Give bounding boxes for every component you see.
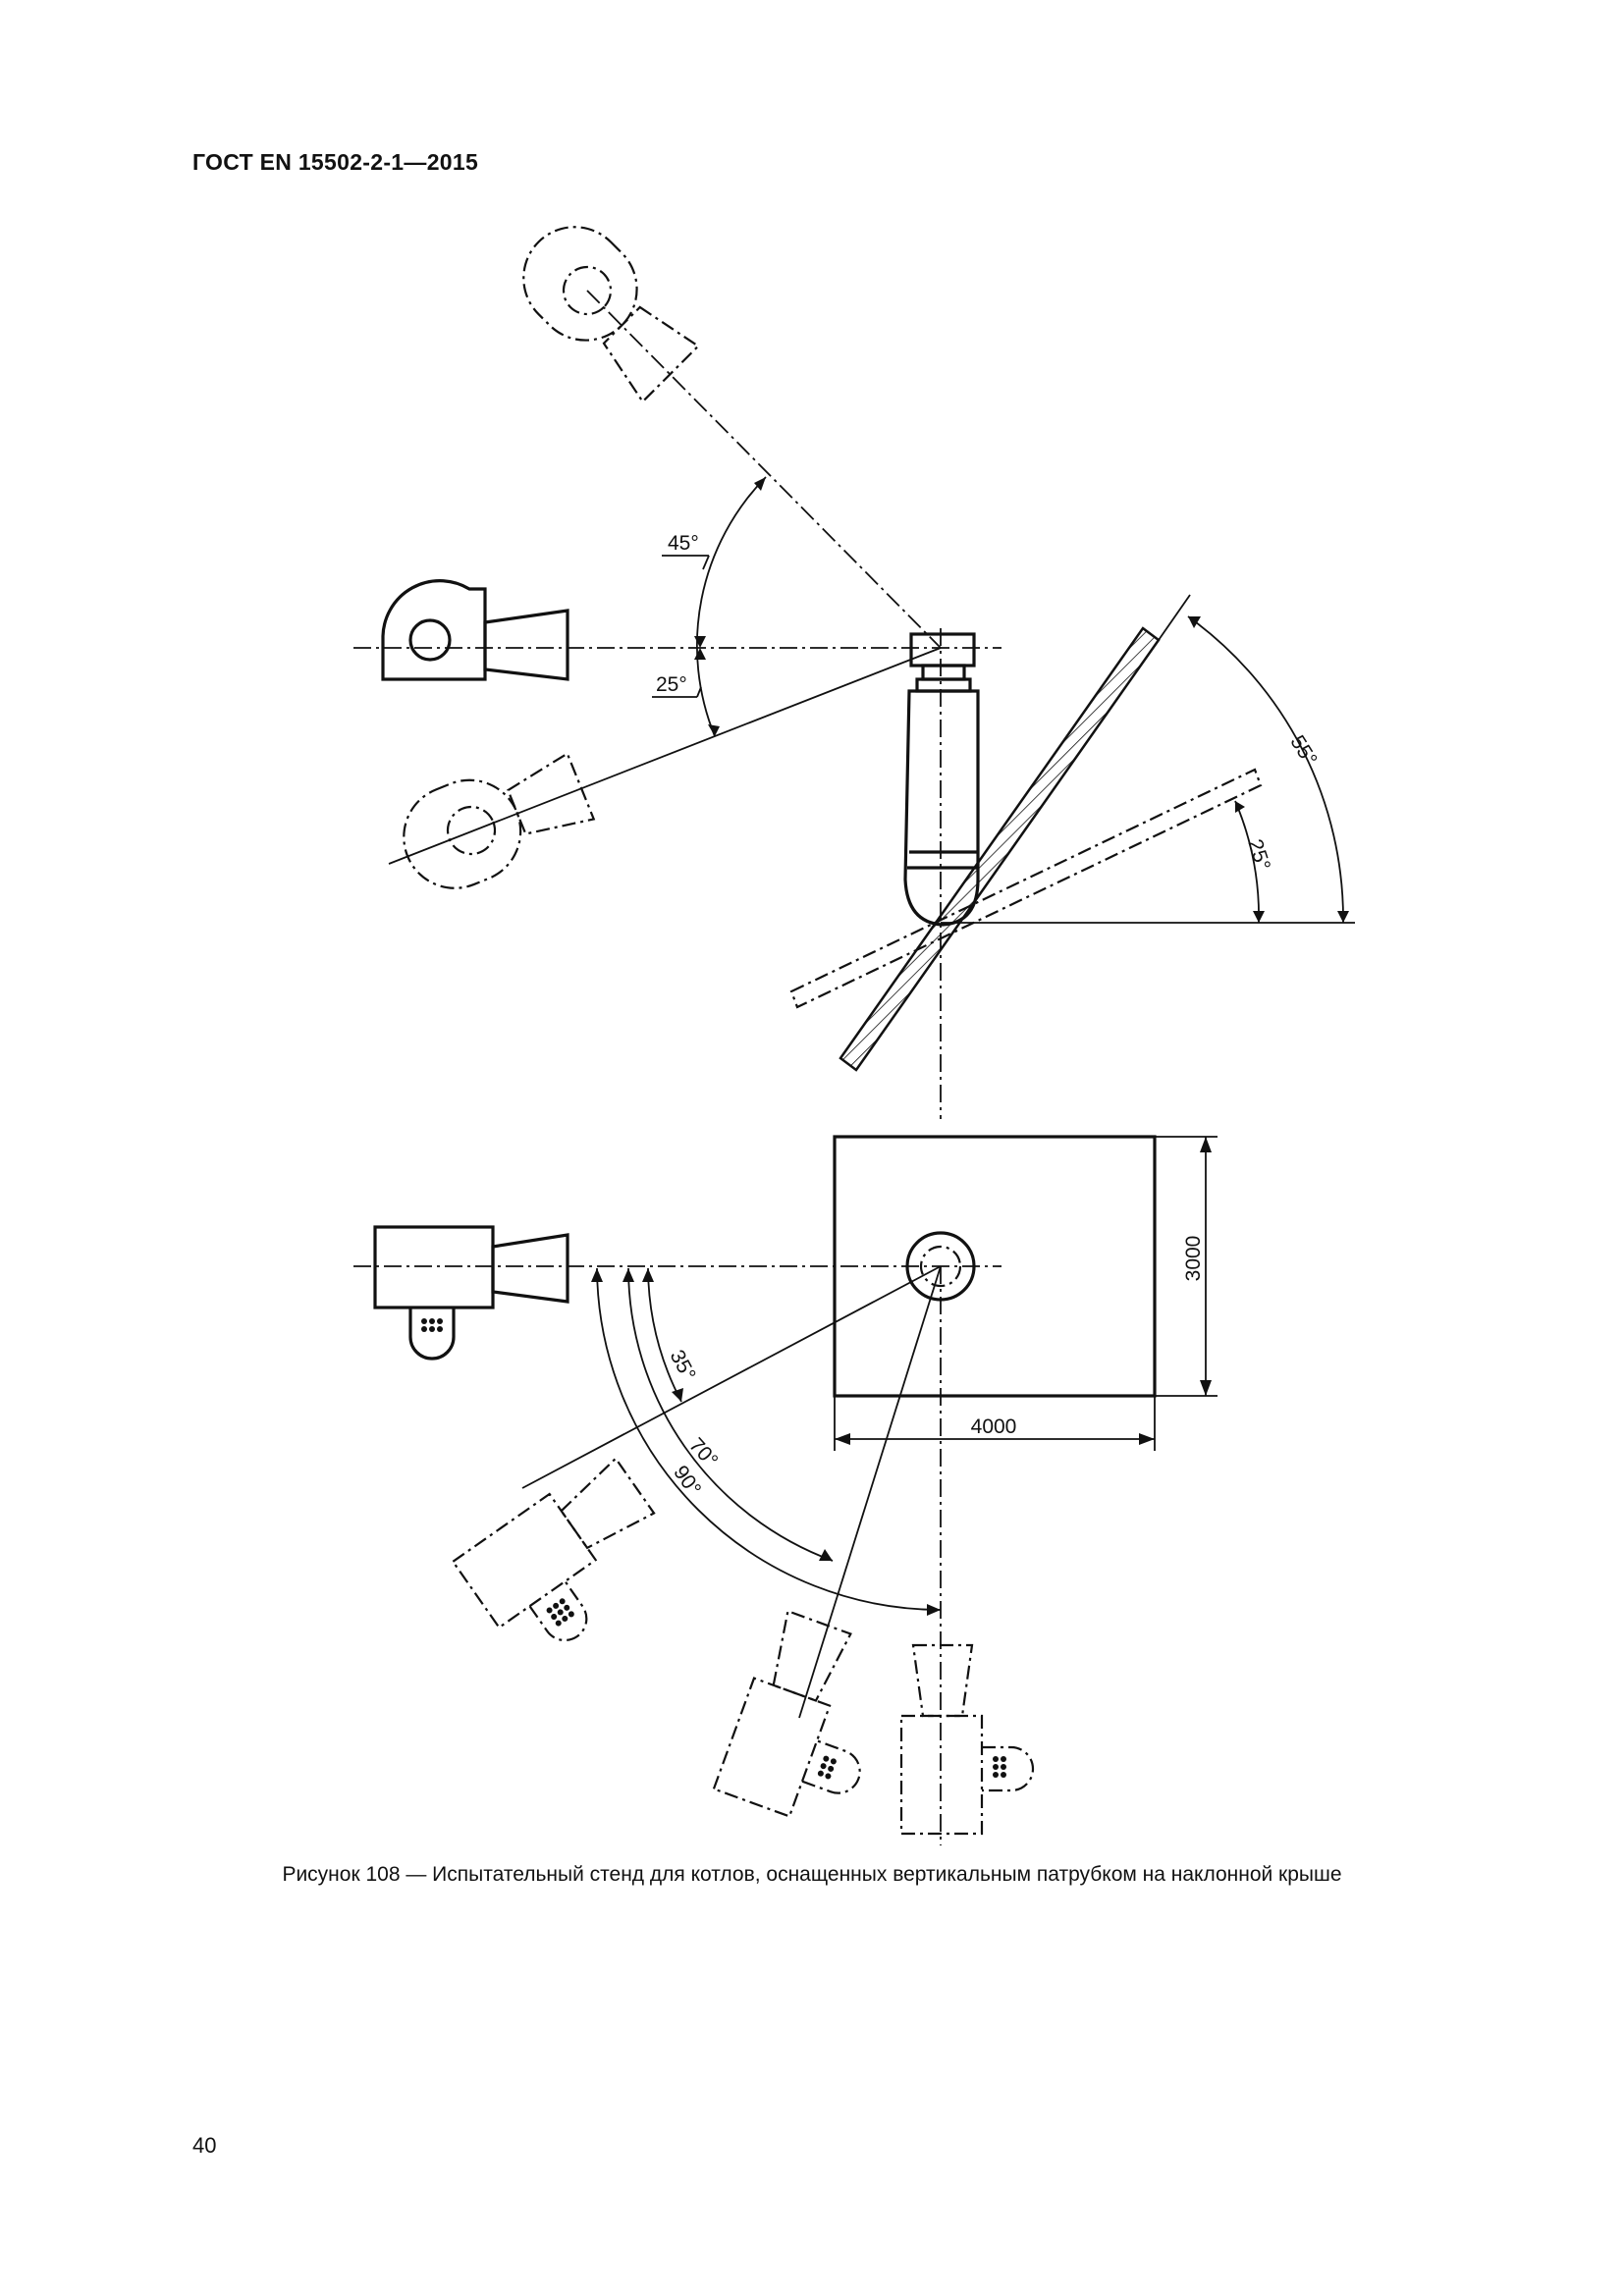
angle-arc-upper-left (696, 476, 767, 737)
fan-plan-horizontal (373, 1225, 569, 1361)
fan-plan-35 (451, 1457, 656, 1641)
arrow (1200, 1137, 1212, 1152)
arrow (1337, 911, 1349, 923)
fan-plan-70 (712, 1609, 861, 1818)
extension-line-55 (1158, 594, 1191, 641)
angle-arc-55 (1187, 615, 1344, 924)
angle-arc-35 (647, 1267, 682, 1403)
fan-position-25 (403, 752, 596, 889)
dimension-width: 4000 (971, 1415, 1017, 1438)
page-number: 40 (192, 2133, 217, 2158)
arrow (1235, 801, 1245, 813)
arrow (672, 1388, 683, 1402)
roof-plate-55 (839, 626, 1161, 1072)
arrow (708, 724, 720, 736)
line-45-deg (586, 290, 942, 649)
angle-label-45: 45° (668, 532, 699, 555)
arrow (1200, 1380, 1212, 1396)
angle-label-55: 55° (1285, 731, 1321, 770)
roof-plate-25 (789, 768, 1263, 1009)
arrow (623, 1268, 634, 1282)
leader-45-diag (702, 555, 710, 570)
arrow (927, 1604, 941, 1616)
arrow (591, 1268, 603, 1282)
angle-label-25-right: 25° (1243, 836, 1274, 873)
arrow (1253, 911, 1265, 923)
arrow (754, 477, 766, 491)
line-70-deg (798, 1265, 942, 1719)
terminal-plan-inner (919, 1245, 962, 1288)
angle-arc-70 (627, 1267, 834, 1562)
arrow (694, 648, 706, 660)
document-header: ГОСТ EN 15502-2-1—2015 (192, 149, 479, 175)
angle-label-25-left: 25° (656, 673, 687, 696)
fan-plan-90 (899, 1643, 1035, 1836)
figure-caption: Рисунок 108 — Испытательный стенд для ко… (282, 1863, 1342, 1886)
dimension-height: 3000 (1182, 1236, 1205, 1282)
angle-arc-90 (596, 1267, 942, 1611)
arrow (819, 1549, 833, 1561)
fan-position-horizontal (381, 579, 569, 681)
line-35-deg (521, 1265, 942, 1489)
arrow (642, 1268, 654, 1282)
arrow (835, 1433, 850, 1445)
arrow (694, 636, 706, 648)
leader-25-diag (696, 686, 702, 698)
line-25-deg (388, 647, 942, 865)
arrow (1188, 616, 1201, 628)
arrow (1139, 1433, 1155, 1445)
